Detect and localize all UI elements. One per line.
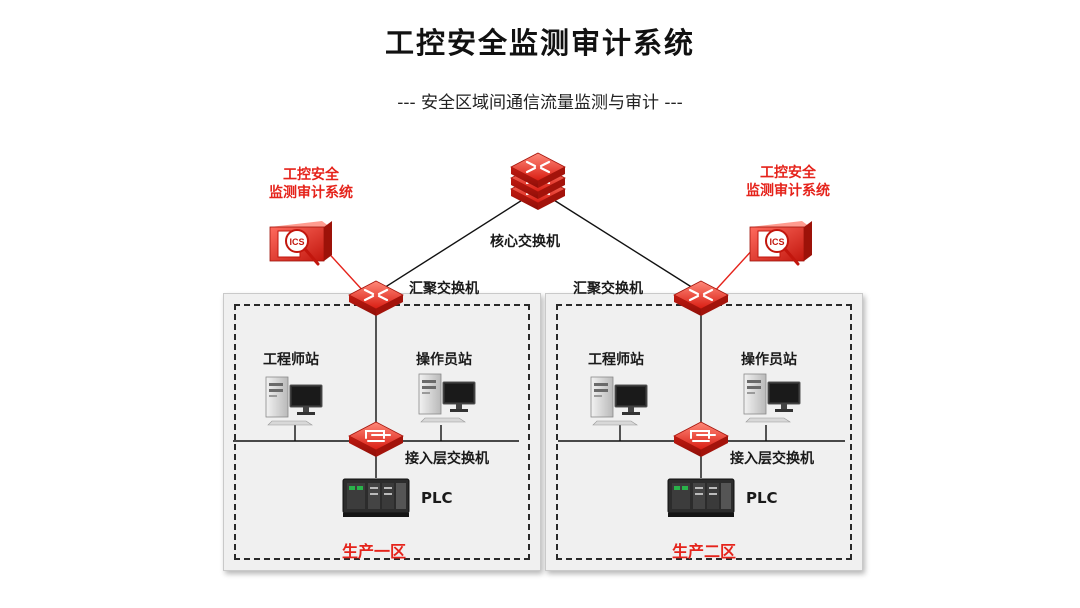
audit-system-label-right: 工控安全 监测审计系统 <box>733 164 843 200</box>
plc-icon-zone1 <box>342 478 410 518</box>
access-switch-icon-zone2 <box>673 421 729 458</box>
audit-right-line2: 监测审计系统 <box>746 183 830 199</box>
agg-switch-icon-zone1 <box>347 279 405 318</box>
agg-switch-label-zone2: 汇聚交换机 <box>573 281 643 297</box>
agg-switch-label-zone1: 汇聚交换机 <box>409 281 479 297</box>
engineer-station-label-zone2: 工程师站 <box>588 352 644 368</box>
svg-text:ICS: ICS <box>769 237 784 247</box>
operator-station-icon-zone1 <box>418 373 476 423</box>
zone-name-2: 生产二区 <box>672 542 737 561</box>
core-switch-label: 核心交换机 <box>490 234 560 250</box>
access-switch-label-zone1: 接入层交换机 <box>405 451 489 467</box>
operator-station-label-zone2: 操作员站 <box>741 352 797 368</box>
audit-left-line2: 监测审计系统 <box>269 185 353 201</box>
audit-left-line1: 工控安全 <box>283 167 339 183</box>
audit-system-label-left: 工控安全 监测审计系统 <box>256 166 366 202</box>
link-core-agg1 <box>375 189 539 294</box>
zone-name-1: 生产一区 <box>342 542 407 561</box>
engineer-station-label-zone1: 工程师站 <box>263 352 319 368</box>
audit-right-line1: 工控安全 <box>760 165 816 181</box>
operator-station-icon-zone2 <box>743 373 801 423</box>
plc-label-zone2: PLC <box>746 489 778 507</box>
operator-station-label-zone1: 操作员站 <box>416 352 472 368</box>
svg-text:ICS: ICS <box>289 237 304 247</box>
engineer-station-icon-zone2 <box>590 376 648 426</box>
audit-device-icon-left: ICS <box>269 221 332 266</box>
mirror-link-right <box>712 246 756 294</box>
plc-icon-zone2 <box>667 478 735 518</box>
audit-device-icon-right: ICS <box>749 221 812 266</box>
access-switch-label-zone2: 接入层交换机 <box>730 451 814 467</box>
page-subtitle: --- 安全区域间通信流量监测与审计 --- <box>397 93 683 113</box>
plc-label-zone1: PLC <box>421 489 453 507</box>
access-switch-icon-zone1 <box>348 421 404 458</box>
engineer-station-icon-zone1 <box>265 376 323 426</box>
link-core-agg2 <box>537 189 702 294</box>
page-title: 工控安全监测审计系统 <box>384 26 695 60</box>
